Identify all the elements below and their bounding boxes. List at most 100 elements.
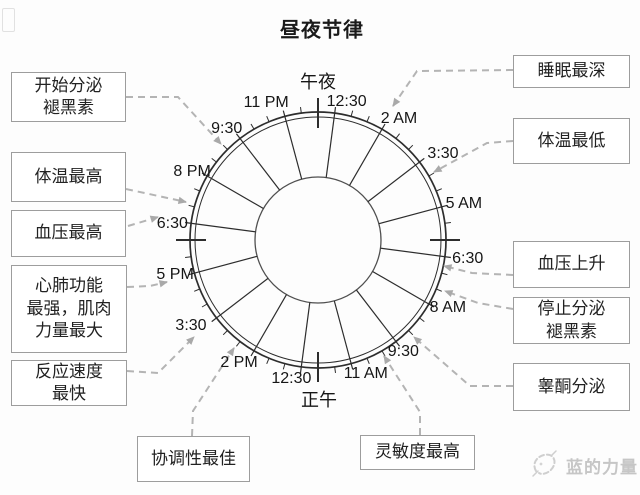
annotation-box-testosterone: 睾酮分泌 <box>513 363 630 411</box>
time-label-142.5: 9:30 <box>387 343 419 360</box>
annotation-box-body-temp-min: 体温最低 <box>513 118 630 164</box>
time-label-300: 8 PM <box>173 163 211 180</box>
annotation-label-coordination-best: 协调性最佳 <box>151 448 236 468</box>
spoke-line <box>325 107 337 178</box>
minor-tick <box>436 288 442 292</box>
annotation-box-sleep-deepest: 睡眠最深 <box>513 55 630 88</box>
minor-tick <box>381 350 386 357</box>
minor-tick <box>222 330 228 336</box>
inner-rim <box>194 116 442 364</box>
minor-tick <box>300 107 302 114</box>
spoke-line <box>282 110 303 180</box>
hub-circle <box>254 176 382 304</box>
time-label-322.5: 9:30 <box>211 120 243 137</box>
spoke-line <box>235 133 281 191</box>
minor-tick <box>250 123 255 130</box>
watermark: 蓝的力量 <box>528 449 638 481</box>
connector-bp-max <box>127 215 159 227</box>
minor-tick <box>222 144 228 150</box>
minor-tick <box>194 288 200 292</box>
connector-coordination-best <box>191 347 235 437</box>
connector-sleep-deepest <box>392 69 514 107</box>
time-label-30: 2 AM <box>380 110 418 128</box>
time-label-210: 2 PM <box>220 353 258 371</box>
annotation-label-body-temp-min: 体温最低 <box>537 130 606 150</box>
connector-testosterone <box>413 336 513 387</box>
connector-body-temp-min <box>433 140 514 173</box>
watermark-label: 蓝的力量 <box>566 457 638 477</box>
minor-tick <box>282 363 286 370</box>
time-label-75: 5 AM <box>445 195 483 213</box>
minor-tick <box>441 272 448 276</box>
minor-tick <box>266 358 270 364</box>
minor-tick <box>428 172 435 177</box>
annotation-box-alertness-max: 灵敏度最高 <box>360 435 475 470</box>
annotation-box-bp-rise: 血压上升 <box>513 241 630 288</box>
annotation-label-bp-rise: 血压上升 <box>537 254 606 274</box>
annotation-box-melatonin-start: 开始分泌 褪黑素 <box>11 72 126 122</box>
time-label-97.5: 6:30 <box>452 249 484 267</box>
annotation-label-bp-max: 血压最高 <box>34 223 103 243</box>
annotation-box-bp-max: 血压最高 <box>11 210 126 257</box>
time-label-277.5: 6:30 <box>156 215 188 233</box>
time-label-165: 11 AM <box>343 364 388 382</box>
minor-tick <box>188 204 195 208</box>
annotation-label-melatonin-stop: 停止分泌 褪黑素 <box>537 299 606 341</box>
minor-tick <box>366 358 370 364</box>
minor-tick <box>201 303 208 308</box>
annotation-box-melatonin-stop: 停止分泌 褪黑素 <box>513 297 630 344</box>
minor-tick <box>436 188 442 192</box>
corner-artifact <box>2 8 15 32</box>
spoke-line <box>299 302 311 373</box>
spoke-line <box>188 255 258 276</box>
time-label-120: 8 AM <box>429 299 467 316</box>
minor-tick <box>334 366 336 373</box>
annotation-box-cardio-max: 心肺功能 最强，肌肉 力量最大 <box>11 265 127 353</box>
spoke-line <box>211 277 269 323</box>
minor-tick <box>211 158 217 163</box>
scribble-logo-icon <box>532 450 557 477</box>
spoke-line <box>250 294 288 357</box>
minor-tick <box>366 116 370 122</box>
connector-body-temp-max <box>125 188 187 205</box>
spoke-line <box>185 221 256 233</box>
connector-melatonin-start <box>126 96 222 145</box>
annotation-label-testosterone: 睾酮分泌 <box>537 376 606 396</box>
annotation-label-melatonin-start: 开始分泌 褪黑素 <box>34 75 103 117</box>
minor-tick <box>194 188 200 192</box>
annotation-label-reaction-fastest: 反应速度 最快 <box>35 361 103 403</box>
page-title: 昼夜节律 <box>280 19 364 42</box>
annotation-box-body-temp-max: 体温最高 <box>11 152 126 202</box>
spoke-line <box>201 172 264 210</box>
connector-bp-rise <box>443 264 514 276</box>
annotation-label-cardio-max: 心肺功能 最强，肌肉 力量最大 <box>26 276 112 341</box>
time-label-232.5: 3:30 <box>175 317 207 335</box>
connector-alertness-max <box>383 355 421 435</box>
spoke-line <box>333 300 354 370</box>
spoke-line <box>380 247 451 259</box>
minor-tick <box>185 256 192 258</box>
annotation-label-sleep-deepest: 睡眠最深 <box>537 61 606 81</box>
minor-tick <box>266 116 270 122</box>
time-label-180: 正午 <box>301 390 337 410</box>
spoke-line <box>372 270 435 308</box>
minor-tick <box>236 341 241 347</box>
time-label-187.5: 12:30 <box>271 369 312 387</box>
spoke-line <box>355 289 401 347</box>
time-label-52.5: 3:30 <box>427 144 459 162</box>
spoke-line <box>367 157 425 203</box>
time-label-255: 5 PM <box>156 265 194 283</box>
annotation-label-body-temp-max: 体温最高 <box>34 166 103 186</box>
connector-reaction-fastest <box>126 336 195 375</box>
spoke-line <box>348 123 386 186</box>
annotation-label-alertness-max: 灵敏度最高 <box>375 442 460 462</box>
minor-tick <box>408 330 414 336</box>
minor-tick <box>444 222 451 224</box>
time-label-345: 11 PM <box>243 94 289 112</box>
minor-tick <box>350 110 354 117</box>
time-label-7.5: 12:30 <box>326 93 367 111</box>
annotation-box-coordination-best: 协调性最佳 <box>137 436 250 482</box>
time-label-0: 午夜 <box>300 72 336 92</box>
